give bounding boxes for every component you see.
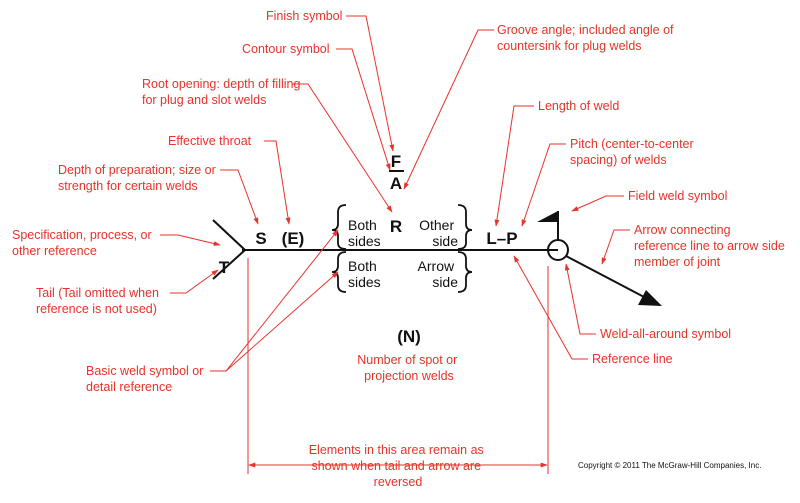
number-spot-label: Number of spot or projection welds bbox=[357, 353, 461, 383]
finish-symbol-label: Finish symbol bbox=[266, 9, 342, 23]
copyright-text: Copyright © 2011 The McGraw-Hill Compani… bbox=[578, 461, 761, 470]
lp-symbol: L–P bbox=[486, 229, 517, 248]
reference-line-label: Reference line bbox=[592, 352, 673, 366]
field-weld-flag bbox=[537, 211, 558, 222]
arrow-shaft bbox=[565, 255, 647, 299]
effective-throat-label: Effective throat bbox=[168, 134, 252, 148]
tail-label: Tail (Tail omitted when reference is not… bbox=[36, 286, 162, 316]
a-symbol: A bbox=[390, 174, 402, 193]
length-of-weld-label: Length of weld bbox=[538, 99, 619, 113]
leader-root-opening bbox=[292, 83, 393, 213]
e-symbol: (E) bbox=[282, 229, 305, 248]
s-symbol: S bbox=[255, 229, 266, 248]
pitch-label: Pitch (center-to-center spacing) of weld… bbox=[570, 137, 697, 167]
arrow-connecting-label: Arrow connecting reference line to arrow… bbox=[634, 223, 788, 269]
leader-pitch bbox=[521, 143, 566, 227]
leader-basic-weld-upper bbox=[210, 229, 339, 372]
leader-groove-angle bbox=[403, 29, 494, 190]
contour-symbol-label: Contour symbol bbox=[242, 42, 330, 56]
leader-lines bbox=[160, 15, 630, 474]
arrow-side-left-text: Both sides bbox=[348, 258, 381, 290]
other-side-right-text: Other side bbox=[419, 217, 458, 249]
r-symbol: R bbox=[390, 217, 402, 236]
tail-t-symbol: T bbox=[219, 258, 230, 277]
depth-preparation-label: Depth of preparation; size or strength f… bbox=[58, 163, 219, 193]
groove-angle-label: Groove angle; included angle of counters… bbox=[497, 23, 677, 53]
leader-specification bbox=[160, 234, 221, 246]
elements-area-label: Elements in this area remain as shown wh… bbox=[309, 443, 488, 489]
leader-depth-prep bbox=[220, 169, 259, 225]
brace-right-upper bbox=[457, 204, 473, 250]
callout-labels: Finish symbol Contour symbol Root openin… bbox=[12, 9, 788, 489]
basic-weld-label: Basic weld symbol or detail reference bbox=[86, 364, 207, 394]
leader-basic-weld-lower bbox=[225, 271, 339, 372]
specification-label: Specification, process, or other referen… bbox=[12, 228, 155, 258]
leader-finish bbox=[346, 15, 395, 152]
field-weld-label: Field weld symbol bbox=[628, 189, 727, 203]
leader-reference-line bbox=[513, 255, 588, 360]
leader-contour bbox=[336, 48, 391, 171]
leader-weld-all-around bbox=[564, 263, 596, 335]
weld-all-around-label: Weld-all-around symbol bbox=[600, 327, 731, 341]
tail-upper-stroke bbox=[212, 219, 246, 251]
other-side-left-text: Both sides bbox=[348, 217, 381, 249]
brace-left-lower bbox=[331, 251, 347, 293]
brace-right-lower bbox=[457, 251, 473, 293]
arrow-side-right-text: Arrow side bbox=[418, 258, 459, 290]
f-symbol: F bbox=[391, 152, 401, 171]
brace-left-upper bbox=[331, 204, 347, 250]
arrow-head bbox=[638, 290, 662, 306]
leader-length bbox=[494, 105, 534, 227]
leader-arrow-connecting bbox=[601, 229, 630, 265]
leader-effective-throat bbox=[264, 140, 291, 225]
n-symbol: (N) bbox=[397, 327, 421, 346]
root-opening-label: Root opening: depth of filling for plug … bbox=[142, 77, 304, 107]
weld-symbol: T S (E) F A R L–P (N) Both sides Other s… bbox=[212, 152, 662, 346]
leader-tail bbox=[170, 269, 219, 294]
leader-field-weld bbox=[571, 195, 624, 212]
